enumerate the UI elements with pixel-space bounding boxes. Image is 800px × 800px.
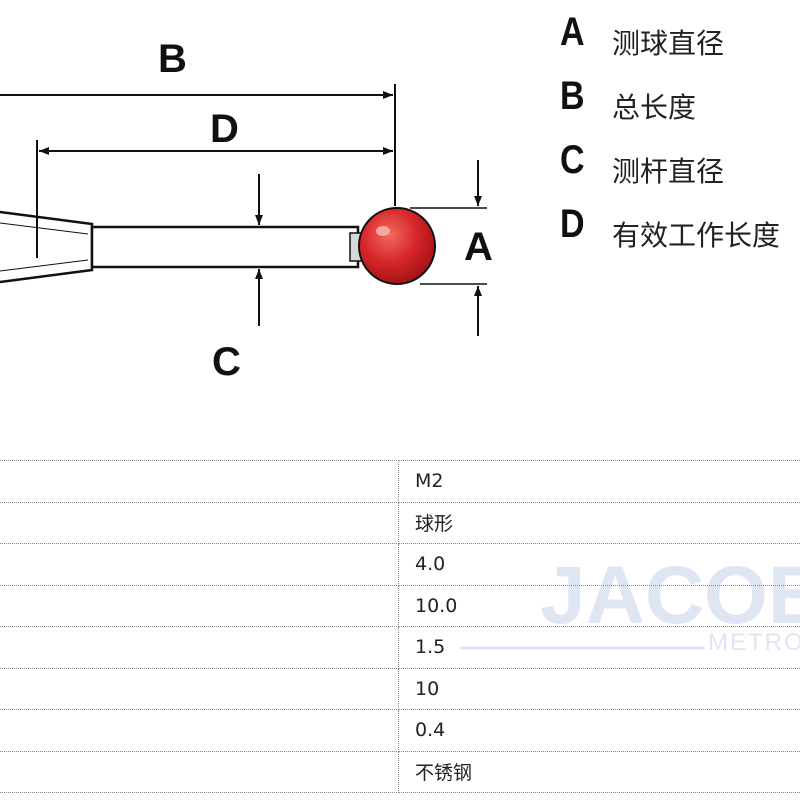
spec-value: 0.4 xyxy=(398,709,800,752)
spec-value: 10.0 xyxy=(398,584,800,627)
spec-label xyxy=(0,626,399,669)
spec-value: 1.5 xyxy=(398,626,800,669)
legend-key: B xyxy=(560,74,585,118)
stylus-diagram: B D C A xyxy=(0,37,493,384)
dimension-c: C xyxy=(212,174,263,384)
table-row: 1.5 xyxy=(0,626,800,669)
dimension-label-a: A xyxy=(464,225,493,269)
dimension-label-c: C xyxy=(212,340,241,384)
spec-value: 不锈钢 xyxy=(398,750,800,793)
spec-label xyxy=(0,501,399,544)
table-row: 10.0 xyxy=(0,584,800,627)
legend: A 测球直径 B 总长度 C 测杆直径 D 有效工作长度 xyxy=(560,10,800,266)
legend-row-a: A 测球直径 xyxy=(560,10,800,74)
stylus-ball xyxy=(358,207,436,285)
spec-table: M2 球形 4.0 10.0 1.5 10 0.4 不锈钢 xyxy=(0,460,800,793)
spec-label xyxy=(0,750,399,793)
legend-desc: 有效工作长度 xyxy=(612,219,781,252)
table-row: 10 xyxy=(0,667,800,710)
legend-desc: 总长度 xyxy=(612,91,697,124)
dimension-label-d: D xyxy=(210,107,239,151)
table-row: M2 xyxy=(0,460,800,503)
spec-label xyxy=(0,543,399,586)
spec-value: 4.0 xyxy=(398,543,800,586)
table-row: 4.0 xyxy=(0,543,800,586)
table-row: 球形 xyxy=(0,501,800,544)
dimension-d: D xyxy=(36,107,393,258)
stylus-taper xyxy=(0,210,94,284)
dimension-a: A xyxy=(410,160,493,336)
spec-label xyxy=(0,460,399,503)
table-row: 0.4 xyxy=(0,709,800,752)
legend-row-b: B 总长度 xyxy=(560,74,800,138)
spec-value: 10 xyxy=(398,667,800,710)
legend-desc: 测球直径 xyxy=(612,27,725,60)
spec-label xyxy=(0,709,399,752)
legend-desc: 测杆直径 xyxy=(612,155,725,188)
dimension-b: B xyxy=(0,37,396,206)
spec-value: 球形 xyxy=(398,501,800,544)
legend-row-d: D 有效工作长度 xyxy=(560,202,800,266)
spec-value: M2 xyxy=(398,460,800,503)
spec-label xyxy=(0,667,399,710)
legend-key: D xyxy=(560,202,585,246)
spec-label xyxy=(0,584,399,627)
legend-key: A xyxy=(560,10,585,54)
stylus-stem xyxy=(90,225,360,269)
legend-row-c: C 测杆直径 xyxy=(560,138,800,202)
table-row: 不锈钢 xyxy=(0,750,800,793)
legend-key: C xyxy=(560,138,585,182)
dimension-label-b: B xyxy=(158,37,187,81)
